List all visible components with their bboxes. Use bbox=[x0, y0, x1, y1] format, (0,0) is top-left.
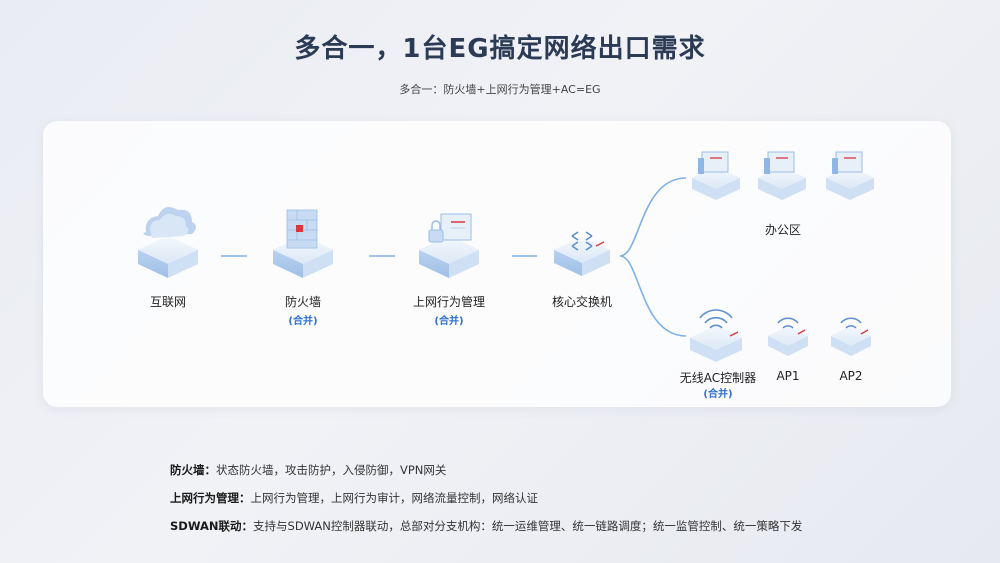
note-label: 防火墙： bbox=[170, 463, 216, 477]
behavior-management-icon bbox=[419, 213, 479, 278]
merge-tag-firewall: (合并) bbox=[288, 316, 318, 327]
node-label-firewall: 防火墙 bbox=[284, 295, 321, 309]
merge-tag-behavior: (合并) bbox=[434, 316, 464, 327]
office-pc-icon bbox=[692, 151, 740, 200]
office-pc-icon bbox=[826, 151, 874, 200]
node-label-internet: 互联网 bbox=[149, 295, 186, 309]
note-sdwan: SDWAN联动：支持与SDWAN控制器联动，总部对分支机构：统一运维管理、统一链… bbox=[170, 518, 802, 546]
firewall-icon bbox=[273, 209, 333, 278]
note-text: 支持与SDWAN控制器联动，总部对分支机构：统一运维管理、统一链路调度；统一监管… bbox=[253, 519, 803, 533]
note-firewall: 防火墙：状态防火墙，攻击防护，入侵防御，VPN网关 bbox=[170, 462, 802, 490]
access-point-icon bbox=[768, 317, 808, 356]
feature-notes: 防火墙：状态防火墙，攻击防护，入侵防御，VPN网关 上网行为管理：上网行为管理，… bbox=[170, 462, 802, 546]
node-label-wireless-ac: 无线AC控制器 bbox=[679, 371, 757, 385]
access-point-icon bbox=[831, 317, 871, 356]
node-label-ap1: AP1 bbox=[776, 369, 800, 383]
core-switch-icon bbox=[554, 231, 610, 276]
page-subtitle: 多合一：防火墙+上网行为管理+AC=EG bbox=[399, 83, 601, 96]
node-label-core-switch: 核心交换机 bbox=[551, 295, 612, 309]
note-label: 上网行为管理： bbox=[170, 491, 251, 505]
page-title: 多合一，1台EG搞定网络出口需求 bbox=[294, 34, 706, 64]
merge-tag-wireless-ac: (合并) bbox=[703, 389, 733, 400]
note-label: SDWAN联动： bbox=[170, 519, 254, 533]
note-text: 上网行为管理，上网行为审计，网络流量控制，网络认证 bbox=[250, 491, 539, 505]
note-text: 状态防火墙，攻击防护，入侵防御，VPN网关 bbox=[216, 463, 447, 477]
connector-lines bbox=[221, 177, 687, 337]
node-label-ap2: AP2 bbox=[839, 369, 863, 383]
note-behavior: 上网行为管理：上网行为管理，上网行为审计，网络流量控制，网络认证 bbox=[170, 490, 802, 518]
cloud-icon bbox=[138, 207, 198, 278]
office-pc-icon bbox=[758, 151, 806, 200]
wireless-ac-icon bbox=[690, 309, 742, 362]
node-label-behavior: 上网行为管理 bbox=[412, 295, 485, 309]
node-label-office: 办公区 bbox=[764, 223, 801, 237]
